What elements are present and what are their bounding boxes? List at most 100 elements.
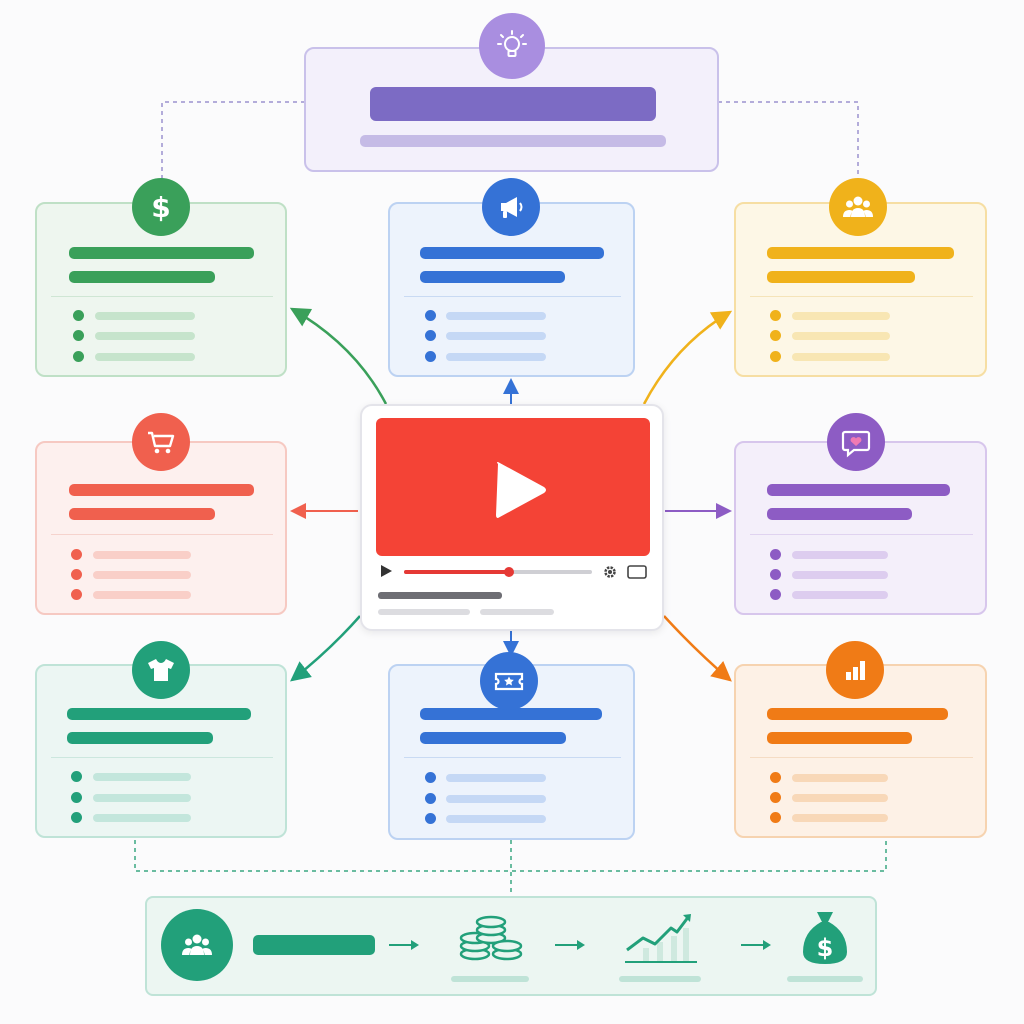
video-screen[interactable] — [376, 418, 650, 556]
list-bullet — [425, 772, 436, 783]
tshirt-icon — [132, 641, 190, 699]
ticket-star-icon — [480, 652, 538, 710]
fullscreen-icon[interactable] — [627, 565, 647, 579]
card-subtitle-bar — [420, 732, 566, 744]
card-divider — [750, 296, 973, 297]
card-subtitle-bar — [69, 508, 215, 520]
lightbulb-icon — [479, 13, 545, 79]
heart-chat-icon — [827, 413, 885, 471]
growth-caption-bar — [619, 976, 701, 982]
card-divider — [51, 534, 273, 535]
list-line — [446, 815, 546, 823]
card-divider — [750, 757, 973, 758]
video-meta-bar-1 — [378, 609, 470, 615]
list-line — [446, 353, 546, 361]
list-bullet — [425, 813, 436, 824]
megaphone-icon — [482, 178, 540, 236]
gear-icon[interactable] — [602, 564, 618, 580]
list-line — [792, 794, 888, 802]
card-divider — [750, 534, 973, 535]
list-bullet — [425, 793, 436, 804]
list-line — [93, 814, 191, 822]
list-line — [792, 312, 890, 320]
video-title-bar — [378, 592, 502, 599]
list-bullet — [73, 330, 84, 341]
list-bullet — [425, 310, 436, 321]
arrow-to-orange — [663, 615, 732, 682]
card-subtitle-bar — [67, 732, 213, 744]
card-title-bar — [69, 484, 254, 496]
list-bullet — [770, 330, 781, 341]
list-line — [446, 774, 546, 782]
list-line — [792, 814, 888, 822]
list-bullet — [71, 771, 82, 782]
list-bullet — [71, 549, 82, 560]
connector-top-left — [161, 101, 305, 180]
list-bullet — [770, 772, 781, 783]
progress-fill — [404, 570, 509, 574]
top-card-subtitle-bar — [360, 135, 666, 147]
list-bullet — [73, 310, 84, 321]
play-icon[interactable] — [378, 563, 394, 579]
list-line — [792, 551, 888, 559]
list-line — [93, 773, 191, 781]
list-bullet — [770, 589, 781, 600]
money-bag-icon: $ — [803, 912, 847, 964]
list-line — [95, 332, 195, 340]
flow-arrow-2 — [555, 940, 585, 950]
list-line — [93, 571, 191, 579]
list-line — [792, 774, 888, 782]
list-line — [792, 332, 890, 340]
card-subtitle-bar — [420, 271, 565, 283]
card-divider — [51, 296, 273, 297]
list-line — [93, 794, 191, 802]
users-icon — [161, 909, 233, 981]
list-line — [95, 353, 195, 361]
list-bullet — [71, 589, 82, 600]
bar-chart-icon — [826, 641, 884, 699]
coins-icon — [459, 915, 523, 961]
connector-top-right — [718, 101, 859, 180]
top-summary-card — [304, 47, 719, 172]
list-line — [446, 312, 546, 320]
card-teal — [35, 664, 287, 838]
card-subtitle-bar — [69, 271, 215, 283]
list-line — [93, 551, 191, 559]
card-title-bar — [67, 708, 251, 720]
list-bullet — [425, 330, 436, 341]
list-bullet — [770, 549, 781, 560]
card-blue-bottom — [388, 664, 635, 840]
arrow-to-yellow — [642, 310, 733, 405]
progress-handle[interactable] — [504, 567, 514, 577]
video-meta-bar-2 — [480, 609, 554, 615]
connector-bottom — [134, 840, 887, 896]
list-bullet — [770, 792, 781, 803]
list-bullet — [770, 351, 781, 362]
top-card-title-bar — [370, 87, 656, 121]
card-title-bar — [767, 708, 948, 720]
video-player-card — [360, 404, 664, 631]
list-line — [95, 312, 195, 320]
flow-arrow-1 — [389, 940, 419, 950]
arrow-to-teal — [290, 615, 361, 682]
list-bullet — [770, 812, 781, 823]
list-bullet — [770, 569, 781, 580]
flow-label-bar — [253, 935, 375, 955]
arrow-to-green — [289, 307, 388, 405]
list-line — [446, 795, 546, 803]
list-line — [792, 591, 888, 599]
svg-text:$: $ — [817, 934, 834, 962]
list-line — [446, 332, 546, 340]
bottom-flow-panel: $ — [145, 896, 877, 996]
play-icon[interactable] — [488, 460, 550, 520]
card-blue-top — [388, 202, 635, 377]
list-bullet — [71, 812, 82, 823]
list-bullet — [770, 310, 781, 321]
card-divider — [51, 757, 273, 758]
list-bullet — [71, 569, 82, 580]
card-subtitle-bar — [767, 732, 912, 744]
users-icon — [829, 178, 887, 236]
card-title-bar — [420, 708, 602, 720]
list-bullet — [71, 792, 82, 803]
list-bullet — [73, 351, 84, 362]
